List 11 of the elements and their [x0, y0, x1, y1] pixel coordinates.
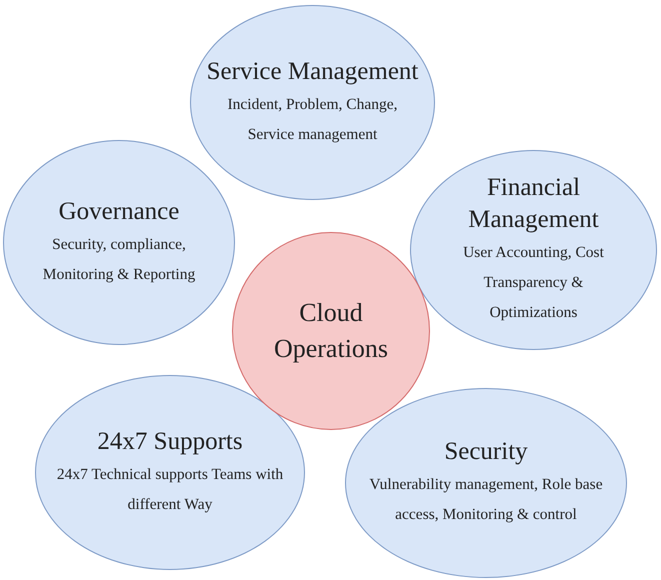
node-description: Vulnerability management, Role base access, Monitoring & control [368, 475, 604, 525]
node-title: Governance [58, 196, 180, 226]
node-title: Service Management [206, 56, 418, 86]
node-title: 24x7 Supports [97, 426, 243, 456]
node-description: Incident, Problem, Change, Service management [226, 94, 399, 144]
node-title: Security [444, 437, 528, 467]
node-title: Financial Management [467, 173, 600, 235]
node-description: 24x7 Technical supports Teams with different Way [56, 464, 284, 514]
node-title: Cloud Operations [272, 297, 390, 365]
node-description: User Accounting, Cost Transparency & Optimizations [462, 243, 605, 323]
node-description: Security, compliance, Monitoring & Reporting [42, 234, 196, 284]
